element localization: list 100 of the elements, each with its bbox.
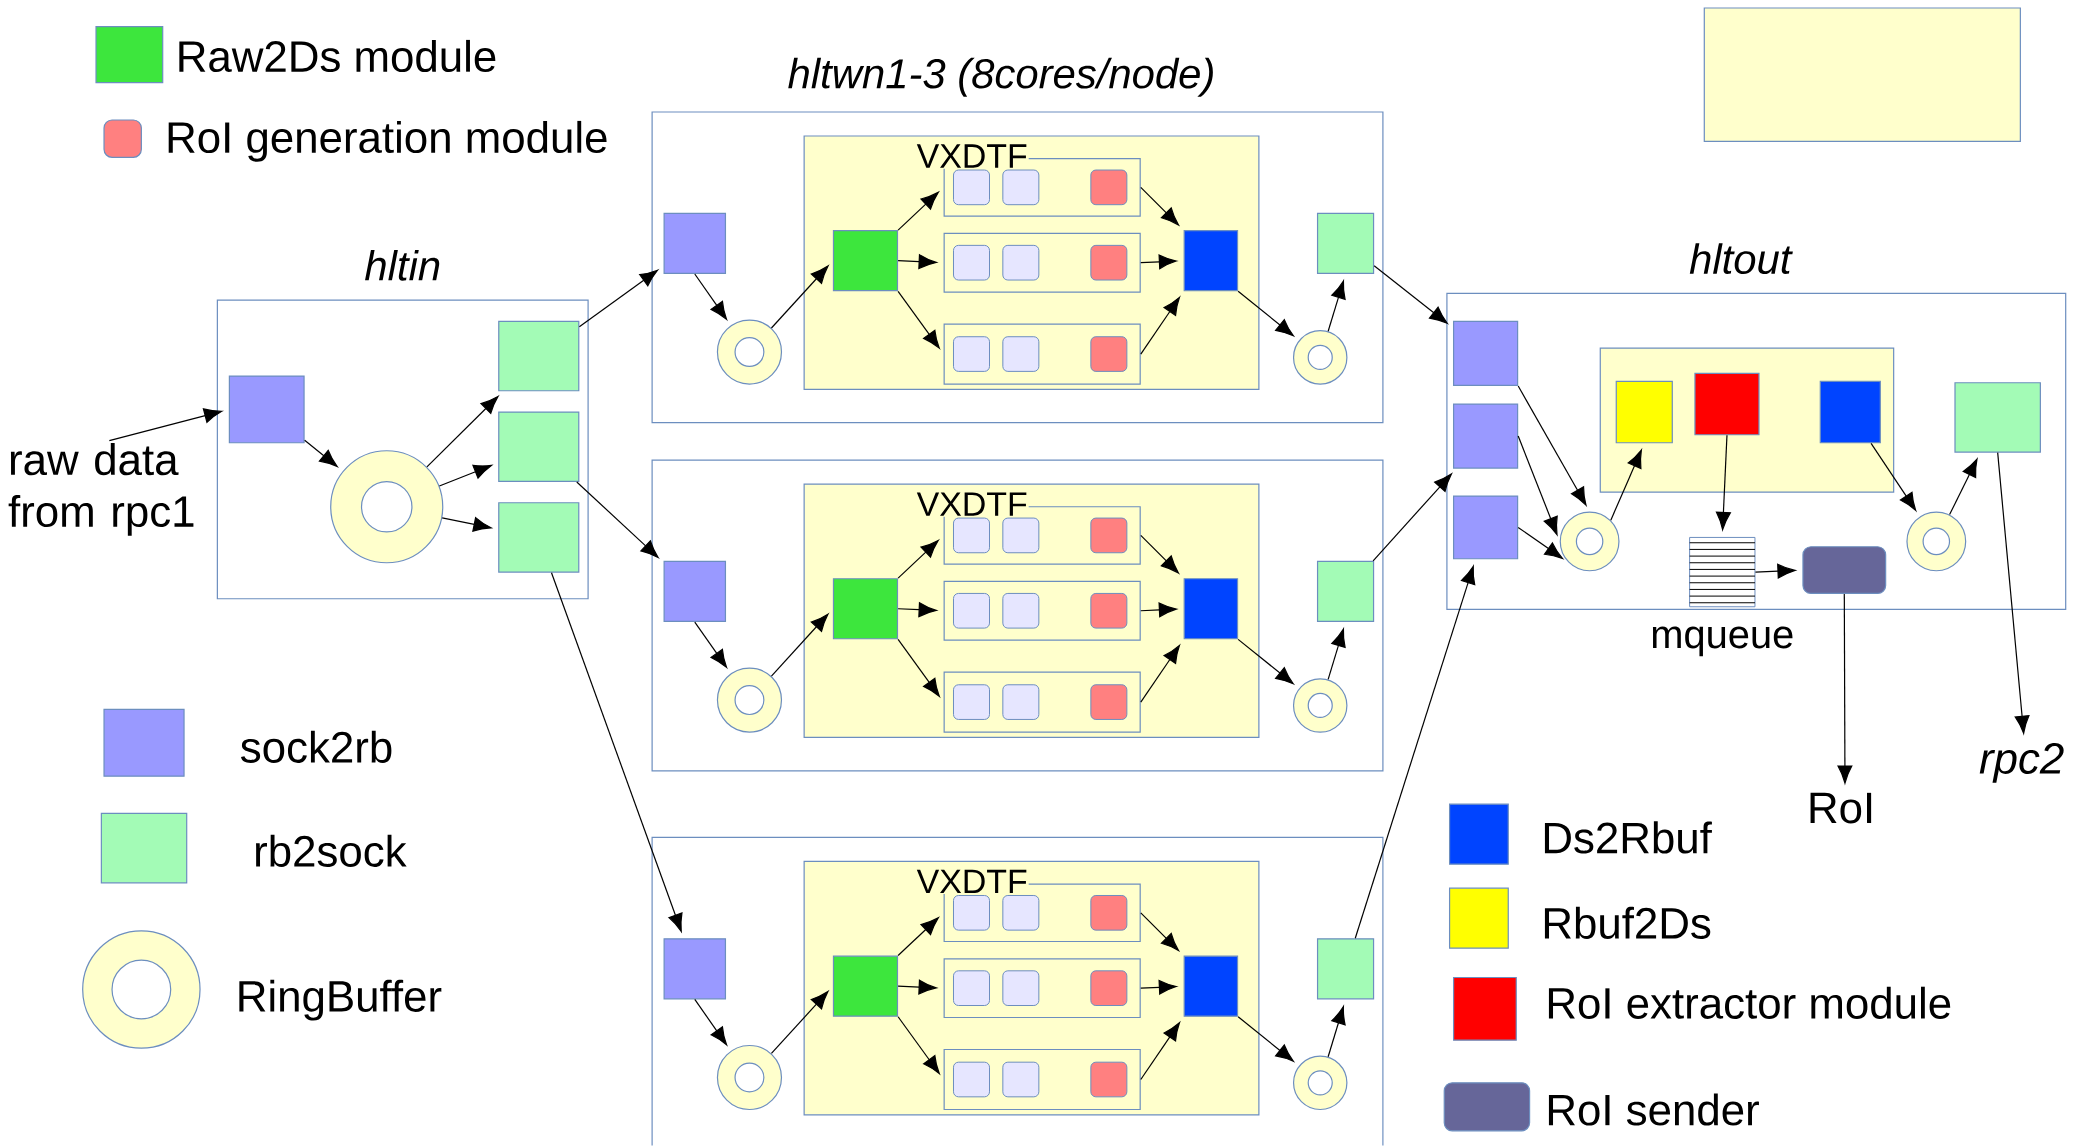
arrow — [1715, 434, 1731, 531]
arrow — [897, 192, 939, 231]
arrow — [441, 517, 492, 533]
process-row — [943, 1049, 1141, 1111]
legend-label: rb2sock — [256, 834, 407, 868]
arrow — [108, 408, 223, 442]
ring-buffer — [716, 1045, 783, 1111]
panel-title: VXDTF — [915, 491, 1029, 517]
rb2sock-box — [498, 321, 580, 392]
arrow — [770, 265, 829, 329]
rb2sock-box — [498, 502, 580, 573]
arrow — [1237, 639, 1294, 685]
arrow — [1140, 1022, 1181, 1081]
legend-label: RoI generation module — [168, 121, 607, 163]
ring-buffer — [1292, 678, 1348, 733]
rb2sock-box — [1316, 561, 1375, 623]
rbuf2ds-box — [1615, 381, 1673, 444]
arrow — [897, 254, 937, 270]
arrow — [694, 621, 728, 669]
arrow — [897, 1016, 940, 1075]
arrow — [897, 540, 939, 579]
ds2rbuf-box — [1183, 230, 1239, 292]
input-label: raw data from rpc1 — [8, 443, 194, 536]
arrow — [1517, 527, 1564, 560]
output-label: rpc2 — [1979, 743, 2064, 783]
process-row — [943, 233, 1141, 293]
arrow — [438, 464, 492, 487]
arrow — [426, 396, 499, 468]
legend-label: Rbuf2Ds — [1544, 906, 1711, 940]
ring-buffer — [1292, 330, 1348, 385]
arrow — [1140, 645, 1181, 703]
arrow — [1949, 458, 1978, 516]
arrow — [1373, 265, 1448, 325]
arrow — [1517, 385, 1587, 506]
process-row — [943, 323, 1141, 385]
arrow — [1517, 435, 1558, 536]
sock2rb-box — [663, 938, 727, 1000]
ring-buffer — [716, 667, 783, 733]
arrow — [1372, 473, 1452, 562]
process-row — [943, 581, 1141, 641]
sock2rb-box — [228, 375, 305, 444]
roi-extractor-box — [1694, 373, 1760, 436]
ring-buffer — [716, 319, 783, 385]
arrow — [1140, 912, 1179, 952]
arrow — [1610, 449, 1642, 522]
rb2sock-box — [498, 411, 580, 483]
sock2rb-box — [1453, 495, 1519, 560]
raw2ds-box — [832, 955, 899, 1017]
sock2rb-box — [663, 213, 727, 275]
arrow — [897, 602, 937, 618]
legend-label: RoI sender — [1548, 1093, 1759, 1126]
arrow — [1327, 1006, 1346, 1058]
sock2rb-box — [1453, 403, 1519, 469]
roi-sender-box — [1802, 546, 1887, 595]
rb2sock-box — [1316, 213, 1375, 275]
arrow — [897, 917, 939, 957]
raw2ds-box — [832, 230, 899, 292]
legend-label: RoI extractor module — [1548, 986, 1951, 1020]
arrow — [1327, 628, 1346, 681]
arrow — [897, 639, 940, 698]
ds2rbuf-box — [1819, 381, 1881, 444]
arrow — [694, 273, 728, 321]
sock2rb-box — [663, 561, 727, 623]
frame-title: hltout — [1689, 243, 1793, 275]
arrow — [1997, 452, 2030, 735]
arrow — [770, 613, 829, 677]
arrow — [1354, 566, 1476, 940]
process-row — [943, 958, 1141, 1019]
arrow — [1140, 602, 1177, 618]
queue-label: mqueue — [1652, 626, 1793, 657]
framework-box — [1703, 7, 2021, 143]
arrow — [770, 991, 829, 1055]
arrow — [578, 269, 659, 328]
arrow — [1140, 187, 1179, 226]
arrow — [576, 481, 659, 559]
ring-buffer — [330, 450, 444, 564]
legend-label: Raw2Ds module — [179, 40, 496, 73]
ring-buffer — [1906, 511, 1967, 572]
legend-label: RingBuffer — [239, 979, 442, 1021]
arrow — [1237, 290, 1294, 337]
legend-label: Ds2Rbuf — [1544, 821, 1712, 854]
arrow — [550, 572, 683, 933]
ring-buffer — [1292, 1055, 1348, 1111]
arrow — [1837, 593, 1853, 784]
raw2ds-box — [832, 578, 899, 640]
frame-title: hltin — [365, 250, 440, 281]
arrow — [1237, 1016, 1294, 1062]
arrow — [694, 999, 728, 1046]
legend-label: sock2rb — [241, 730, 392, 764]
arrow — [1327, 280, 1346, 333]
arrow — [1140, 297, 1181, 355]
rb2sock-box — [1316, 938, 1375, 1000]
output-label: RoI — [1810, 793, 1872, 824]
frame-title: hltwn1-3 (8cores/node) — [788, 58, 1213, 98]
arrow — [1140, 254, 1177, 270]
arrow — [897, 290, 940, 349]
panel-title: VXDTF — [915, 143, 1029, 169]
arrow — [1140, 980, 1177, 995]
panel-title: VXDTF — [915, 869, 1029, 895]
ring-buffer — [1559, 511, 1620, 572]
